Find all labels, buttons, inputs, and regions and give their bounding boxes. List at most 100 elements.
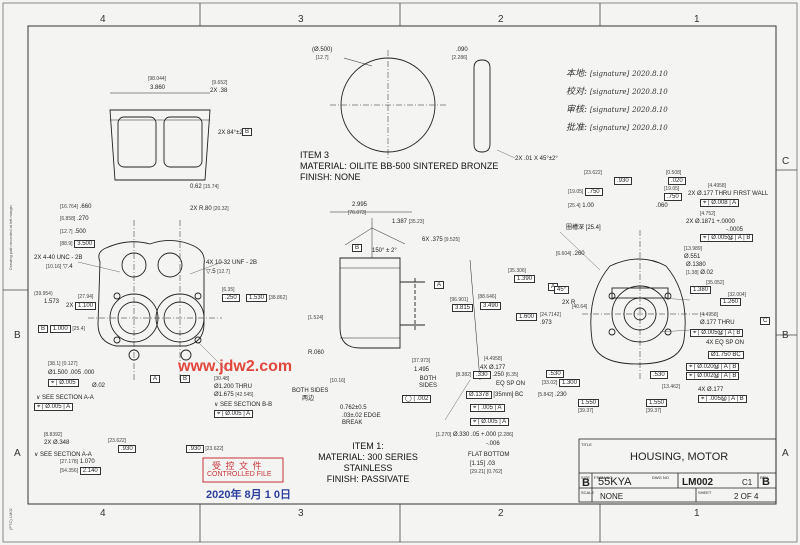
approval-sign-4: [signature] bbox=[589, 124, 630, 132]
approval-sign-2: [signature] bbox=[589, 88, 630, 96]
dim-150deg: 150° ± 2° bbox=[372, 248, 397, 254]
dim-42545: [42.545] bbox=[235, 392, 254, 398]
dim-1600: 1.600 bbox=[516, 313, 538, 321]
dim-530a: .530 bbox=[546, 370, 564, 378]
dim-88392: [8.8392] bbox=[44, 432, 63, 438]
dim-000: .000 bbox=[82, 370, 95, 376]
dim-r060: R.060 bbox=[308, 350, 325, 356]
dim-330: .330 bbox=[472, 371, 491, 379]
dim-2032: [20.32] bbox=[213, 206, 229, 212]
dim-4752: [4.752] bbox=[700, 211, 716, 217]
approval-label-1: 本地: bbox=[566, 69, 588, 79]
tb-sheet-label: SHEET bbox=[698, 490, 712, 495]
item3-dia: [12.7] bbox=[316, 55, 329, 61]
dim-020: .020 bbox=[668, 177, 686, 185]
dim-1016: [10.16] bbox=[46, 264, 62, 270]
dim-o1675: Ø1.675 bbox=[214, 392, 234, 398]
dim-16764: [16.764] bbox=[60, 204, 79, 210]
dim-4064: [40.64] bbox=[572, 304, 588, 310]
dim-1270: [1.270] bbox=[436, 432, 452, 438]
dim-1495: 1.495 bbox=[414, 367, 430, 373]
dim-0762: 0.762±0.5 bbox=[340, 405, 367, 411]
dim-54356: [54.356] bbox=[60, 468, 79, 474]
gdt-2: ⌖ | Ø.005 | A bbox=[34, 403, 74, 411]
dim-o1750bc: Ø1.750 BC bbox=[708, 351, 744, 359]
dim-100: 1.00 bbox=[582, 203, 594, 209]
dim-530b: .530 bbox=[650, 371, 668, 379]
item3-thk: .090 bbox=[456, 47, 468, 53]
datum-b-top: B bbox=[242, 128, 253, 136]
tb-rev-label: REV bbox=[760, 475, 769, 480]
dim-250: .250 bbox=[222, 294, 240, 302]
dim-depth-4: ▽.4 bbox=[62, 264, 73, 270]
dim-1390: 1.390 bbox=[514, 275, 536, 283]
dim-45deg: 45° bbox=[554, 286, 570, 294]
dim-1550b: 1.550 bbox=[646, 399, 668, 407]
dim-32004: [32.004] bbox=[728, 292, 747, 298]
gdt-11: ⌖ | .005 | A bbox=[470, 404, 505, 412]
dim-3937a: [39.37] bbox=[578, 408, 594, 414]
gdt-4: ◯ | .002 bbox=[402, 395, 432, 403]
approval-date-3: 2020.8.10 bbox=[632, 106, 668, 114]
dim-2286: [2.286] bbox=[497, 432, 514, 438]
zone-top-1: 1 bbox=[694, 14, 700, 25]
dim-8382: [8.382] bbox=[456, 372, 472, 378]
datum-c: C bbox=[760, 317, 771, 325]
eq-sp-on: EQ SP ON bbox=[496, 381, 525, 387]
dim-1260: 1.260 bbox=[720, 298, 742, 306]
item1-finish: FINISH: PASSIVATE bbox=[326, 474, 410, 484]
dim-plus000: +.000 bbox=[481, 432, 497, 438]
zone-left-b: B bbox=[14, 330, 21, 341]
dim-750b: .750 bbox=[664, 193, 682, 201]
dim-0508: [0.508] bbox=[666, 170, 682, 176]
dim-3860: 3.860 bbox=[150, 85, 166, 91]
dim-9652: [9.652] bbox=[212, 80, 228, 86]
datum-b-mid: B bbox=[352, 244, 363, 252]
zone-bottom-4: 4 bbox=[100, 508, 106, 519]
gdt-10: ⌖ | .005Ⓜ | A | B bbox=[698, 395, 747, 403]
zone-top-3: 3 bbox=[298, 14, 304, 25]
dim-3500: 3.500 bbox=[74, 240, 96, 248]
dim-1550a: 1.550 bbox=[578, 399, 600, 407]
dim-35mm-bc: [35mm] BC bbox=[493, 392, 524, 398]
dim-930a: .930 bbox=[118, 445, 136, 453]
both-sides-a: BOTH SIDES bbox=[292, 388, 329, 394]
zone-bottom-1: 1 bbox=[694, 508, 700, 519]
approval-label-4: 批准: bbox=[566, 123, 588, 133]
dim-750a: .750 bbox=[584, 188, 603, 196]
both-sides-b: BOTH SIDES bbox=[418, 376, 437, 389]
dim-2921: [29.21] bbox=[470, 469, 486, 475]
see-section-bb: ∨ SEE SECTION B-B bbox=[214, 402, 273, 408]
dim-9525: [9.525] bbox=[444, 237, 460, 243]
dim-230: .230 bbox=[554, 392, 567, 398]
dim-260: .260 bbox=[572, 251, 585, 257]
dim-2xo177-thru: 2X Ø.177 THRU FIRST WALL bbox=[688, 191, 769, 197]
dim-27178: [27.178] bbox=[60, 459, 79, 465]
dim-500: .500 bbox=[74, 229, 86, 235]
tb-size: B bbox=[582, 477, 590, 489]
tb-rev-c1: C1 bbox=[742, 478, 753, 487]
datum-b-left: B bbox=[38, 325, 49, 333]
tb-size-label: SIZE bbox=[581, 475, 590, 480]
dim-35052: [35.052] bbox=[706, 280, 725, 286]
gdt-12: ⌖ | Ø.005 | A bbox=[470, 418, 510, 426]
dim-23622c: [23.622] bbox=[584, 170, 603, 176]
zone-right-b: B bbox=[782, 330, 789, 341]
dim-2x38: 2X .38 bbox=[210, 88, 228, 94]
datum-a-right: A bbox=[548, 283, 559, 291]
tb-scale: NONE bbox=[600, 492, 624, 501]
see-section-aa: ∨ SEE SECTION A-A bbox=[36, 395, 94, 401]
gdt-9: ⌖ | Ø.002Ⓜ | A | B bbox=[686, 372, 740, 380]
side-margin-ref: (PTC) LM02 bbox=[8, 508, 13, 530]
tb-scale-label: SCALE bbox=[581, 490, 595, 495]
dim-1387: 1.387 bbox=[392, 219, 408, 225]
see-section-aa-2: ∨ SEE SECTION A-A bbox=[34, 452, 92, 458]
gdt-7: ⌖ | Ø.005Ⓜ | A | B bbox=[690, 329, 744, 337]
dim-2xr80: 2X R.80 bbox=[190, 206, 212, 212]
side-margin-text: Drawing path recorded at left margin bbox=[8, 205, 13, 270]
dim-44958a: [4.4958] bbox=[708, 183, 727, 189]
dim-38862: [38.862] bbox=[268, 295, 287, 301]
tb-fscm: 55KYA bbox=[598, 476, 632, 488]
dim-2xo1871: 2X Ø.1871 bbox=[686, 219, 715, 225]
